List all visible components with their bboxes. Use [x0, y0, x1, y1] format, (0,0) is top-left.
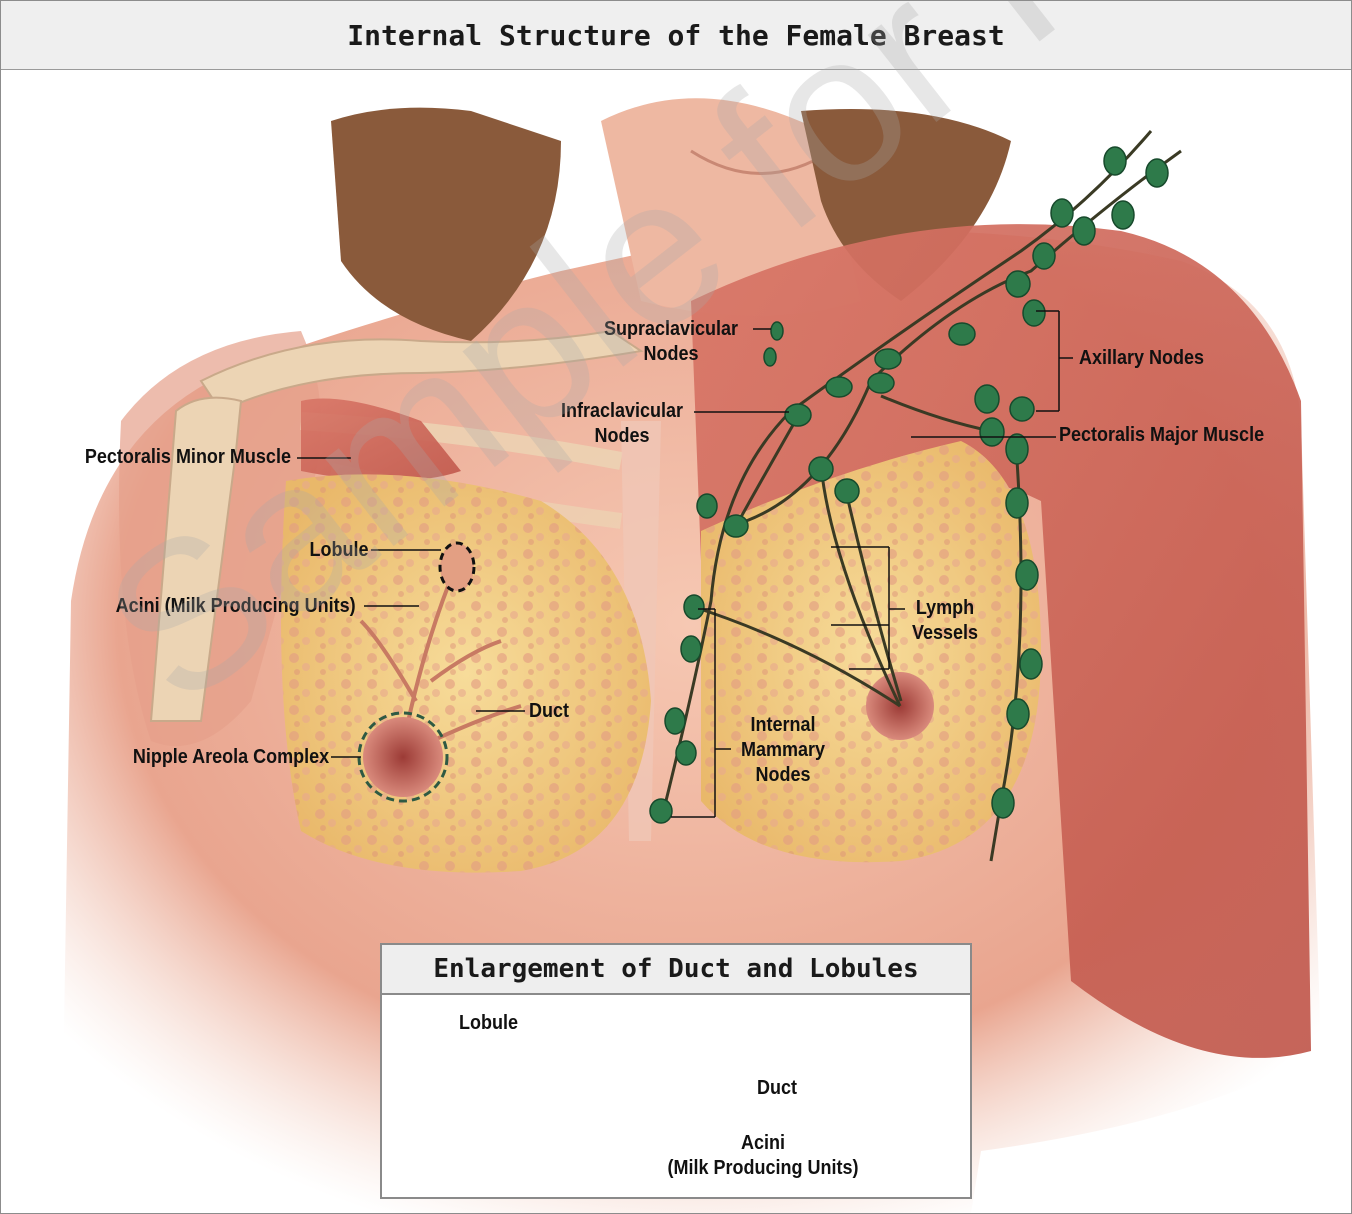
inset-label-acini-line2: (Milk Producing Units): [655, 1156, 871, 1181]
label-internal-mammary: Internal Mammary Nodes: [733, 713, 834, 788]
label-infraclavicular-line1: Infraclavicular: [555, 399, 690, 424]
inset-label-acini-line1: Acini: [655, 1131, 871, 1156]
lobule-marker: [440, 543, 474, 591]
label-supraclavicular-line1: Supraclavicular: [597, 317, 745, 342]
label-supraclavicular-line2: Nodes: [597, 342, 745, 367]
label-lymph-line2: Vessels: [904, 621, 987, 646]
label-duct: Duct: [529, 699, 569, 724]
inset-label-acini: Acini (Milk Producing Units): [655, 1131, 871, 1181]
inset-title: Enlargement of Duct and Lobules: [433, 954, 918, 984]
label-internal-mammary-line1: Internal: [733, 713, 834, 738]
label-infraclavicular: Infraclavicular Nodes: [555, 399, 690, 449]
label-infraclavicular-line2: Nodes: [555, 424, 690, 449]
left-nipple-areola: [363, 717, 443, 797]
label-pectoralis-minor: Pectoralis Minor Muscle: [85, 445, 291, 470]
label-axillary-nodes: Axillary Nodes: [1079, 346, 1204, 371]
label-lobule: Lobule: [310, 538, 369, 563]
label-pectoralis-major: Pectoralis Major Muscle: [1059, 423, 1264, 448]
label-internal-mammary-line2: Mammary: [733, 738, 834, 763]
label-internal-mammary-line3: Nodes: [733, 763, 834, 788]
label-supraclavicular: Supraclavicular Nodes: [597, 317, 745, 367]
label-nipple-areola: Nipple Areola Complex: [133, 745, 329, 770]
inset-title-bar: Enlargement of Duct and Lobules: [382, 945, 970, 995]
label-lymph-vessels: Lymph Vessels: [904, 596, 987, 646]
inset-label-duct: Duct: [757, 1076, 797, 1101]
label-lymph-line1: Lymph: [904, 596, 987, 621]
inset-label-lobule: Lobule: [459, 1011, 518, 1036]
label-acini: Acini (Milk Producing Units): [116, 594, 356, 619]
